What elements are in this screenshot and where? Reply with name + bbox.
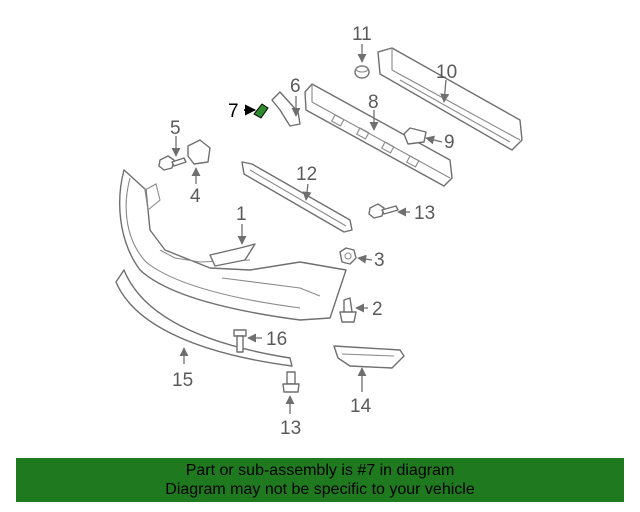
banner-line-2: Diagram may not be specific to your vehi…: [165, 481, 475, 498]
callout-15[interactable]: 15: [172, 370, 193, 391]
part-4-bracket: [187, 139, 211, 165]
part-13-bolt-lower: [282, 371, 300, 393]
parts-diagram: 1 2 3 4 5 6 7 8 9 10 11 12 13 13 14 15 1…: [115, 24, 523, 439]
callout-8[interactable]: 8: [368, 92, 379, 113]
part-11-cap: [354, 65, 370, 79]
part-16-bolt: [233, 329, 247, 353]
banner-line-1: Part or sub-assembly is #7 in diagram: [185, 462, 455, 479]
part-13-bolt-upper: [368, 203, 399, 219]
leader-lines: [171, 44, 450, 414]
callout-16[interactable]: 16: [266, 329, 287, 350]
info-banner: Part or sub-assembly is #7 in diagram Di…: [16, 458, 624, 502]
callout-12[interactable]: 12: [296, 164, 317, 185]
part-1-bumper-cover: [119, 169, 347, 321]
part-5-bolt: [158, 155, 187, 171]
callout-5[interactable]: 5: [170, 118, 181, 139]
part-3-nut: [339, 247, 357, 265]
callout-4[interactable]: 4: [190, 186, 201, 207]
callout-14[interactable]: 14: [350, 396, 372, 417]
callout-10[interactable]: 10: [436, 62, 457, 83]
part-10-reinforcement: [377, 47, 523, 151]
part-14-lamp-cover: [333, 345, 405, 369]
part-6-bracket: [271, 91, 301, 127]
callout-labels: 1 2 3 4 5 6 7 8 9 10 11 12 13 13 14 15 1…: [170, 24, 457, 439]
part-15-lower-strip: [115, 269, 293, 367]
part-12-retainer: [241, 161, 353, 233]
part-8-absorber: [304, 83, 453, 187]
part-7-clip-highlight: [253, 103, 269, 119]
callout-1[interactable]: 1: [236, 204, 247, 225]
callout-3[interactable]: 3: [374, 250, 385, 271]
callout-9[interactable]: 9: [444, 132, 455, 153]
callout-6[interactable]: 6: [290, 76, 301, 97]
callout-7[interactable]: 7: [228, 101, 239, 122]
callout-2[interactable]: 2: [372, 299, 383, 320]
callout-13-lower[interactable]: 13: [280, 418, 301, 439]
callout-13-upper[interactable]: 13: [414, 203, 435, 224]
callout-11[interactable]: 11: [352, 24, 372, 45]
part-2-bolt: [339, 297, 357, 323]
part-9-bracket: [403, 127, 427, 145]
